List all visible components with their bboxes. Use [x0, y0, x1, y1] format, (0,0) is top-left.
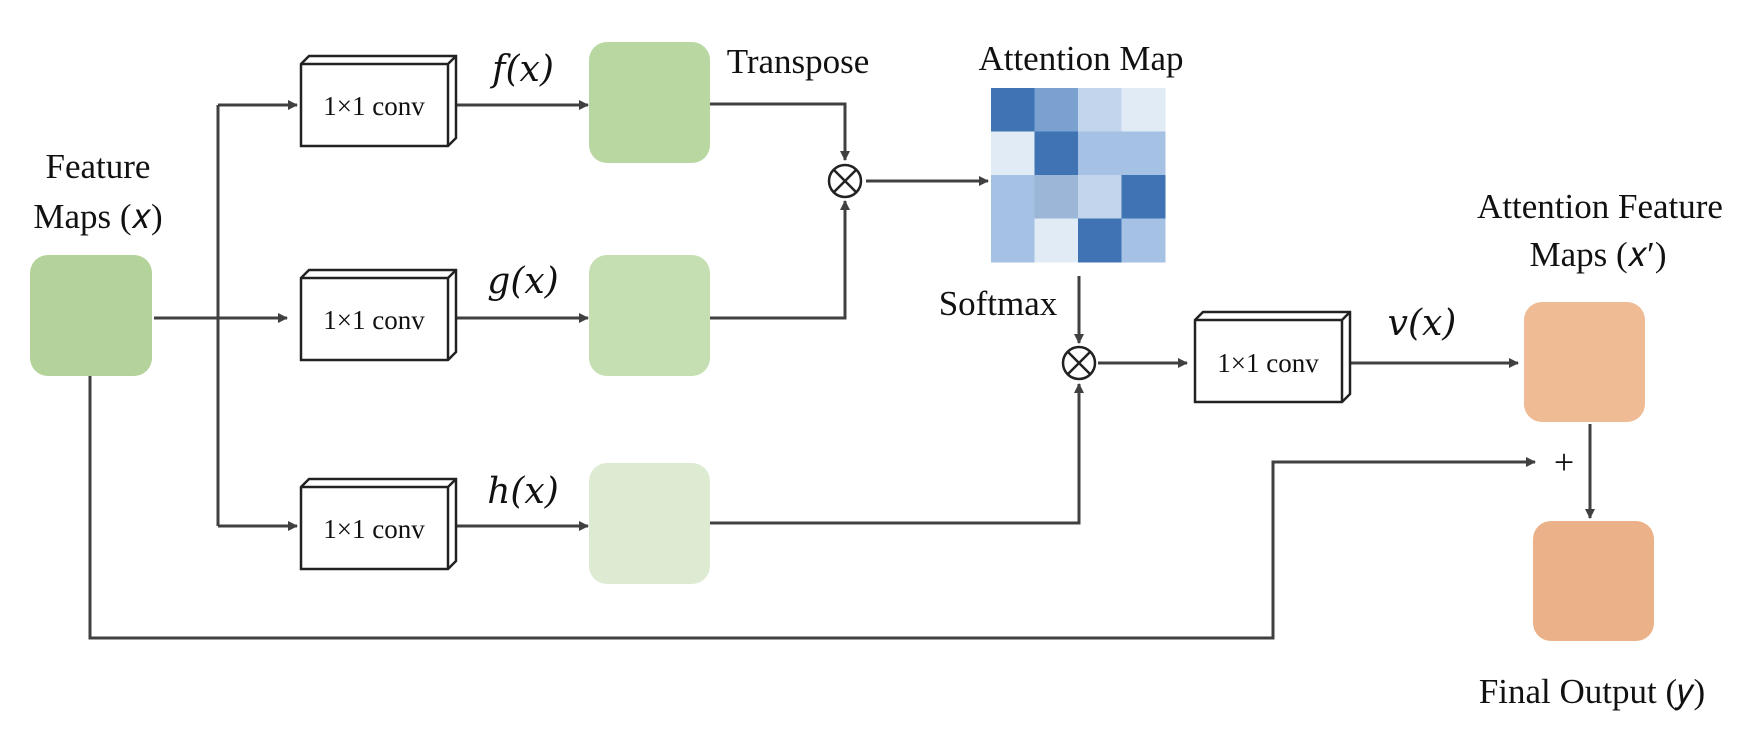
input-feature-maps: Feature Maps (𝑥)	[30, 147, 163, 376]
conv-v-label: 1×1 conv	[1217, 348, 1319, 378]
attention-cell-r2-c0	[991, 175, 1035, 219]
conv-block-v: 1×1 conv	[1193, 310, 1352, 404]
attention-cell-r3-c3	[1121, 218, 1166, 263]
f-map-to-multiply-arrow	[708, 102, 850, 161]
attention-cell-r0-c2	[1078, 88, 1122, 132]
multiply-node-1	[827, 163, 863, 199]
conv-block-h: 1×1 conv	[299, 477, 458, 571]
g-map-to-multiply-arrow	[708, 200, 850, 320]
final-output-block	[1533, 521, 1654, 641]
attention-cell-r1-c0	[991, 131, 1035, 176]
g-function-label: 𝑔(𝑥)	[487, 261, 558, 302]
attention-features-label-line2: Maps (𝑥′)	[1530, 235, 1667, 274]
attention-cell-r0-c1	[1034, 88, 1079, 132]
attention-cell-r2-c3	[1121, 175, 1166, 219]
connectors	[88, 100, 1595, 640]
final-output-label: Final Output (𝑦)	[1479, 672, 1705, 711]
f-feature-map	[589, 42, 710, 163]
attention-cell-r2-c2	[1078, 175, 1122, 219]
input-label-line2: Maps (𝑥)	[33, 197, 162, 236]
attention-cell-r1-c1	[1034, 131, 1079, 176]
conv-h-label: 1×1 conv	[323, 514, 425, 544]
transpose-label: Transpose	[727, 42, 870, 81]
g-feature-map	[589, 255, 710, 376]
attention-map-grid	[991, 88, 1166, 263]
conv-g-label: 1×1 conv	[323, 305, 425, 335]
input-feature-map-block	[30, 255, 152, 376]
conv-block-g: 1×1 conv	[299, 268, 458, 362]
plus-symbol: +	[1554, 442, 1574, 482]
v-function-label: 𝑣(𝑥)	[1388, 303, 1457, 344]
attention-map-title: Attention Map	[978, 39, 1183, 78]
input-label-line1: Feature	[46, 147, 151, 186]
attention-feature-map-block	[1524, 302, 1645, 422]
attention-cell-r0-c3	[1121, 88, 1166, 132]
conv-f-label: 1×1 conv	[323, 91, 425, 121]
f-function-label: 𝑓(𝑥)	[489, 49, 554, 90]
attention-features-label-line1: Attention Feature	[1477, 187, 1723, 226]
residual-connection-arrow	[88, 375, 1536, 640]
softmax-label: Softmax	[939, 284, 1058, 323]
attention-cell-r1-c2	[1078, 131, 1122, 176]
attention-cell-r3-c2	[1078, 218, 1122, 263]
h-map-to-multiply2-arrow	[708, 383, 1084, 525]
attention-cell-r0-c0	[991, 88, 1035, 132]
h-feature-map	[589, 463, 710, 584]
attention-cell-r2-c1	[1034, 175, 1079, 219]
attention-cell-r3-c0	[991, 218, 1035, 263]
attention-cell-r1-c3	[1121, 131, 1166, 176]
h-function-label: ℎ(𝑥)	[487, 471, 559, 512]
attention-cell-r3-c1	[1034, 218, 1079, 263]
conv-block-f: 1×1 conv	[299, 54, 458, 148]
multiply-node-2	[1061, 345, 1097, 381]
